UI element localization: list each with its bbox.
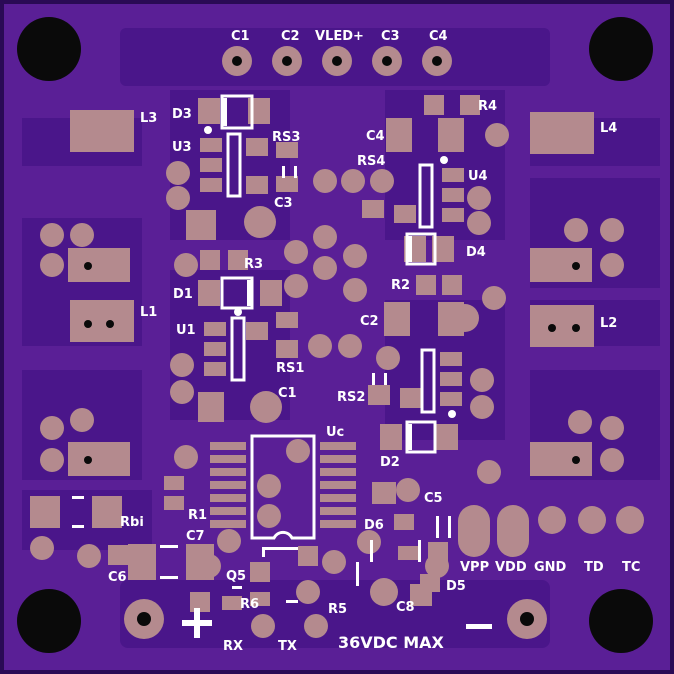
mounting-holes (17, 17, 653, 653)
label-r2: R2 (391, 278, 410, 293)
label-vpp: VPP (460, 560, 489, 575)
label-c4-top: C4 (429, 29, 448, 44)
label-r5: R5 (328, 602, 347, 617)
label-c1-top: C1 (231, 29, 250, 44)
label-c3-top: C3 (381, 29, 400, 44)
label-l3: L3 (140, 111, 157, 126)
mount-hole-tr (589, 17, 653, 81)
label-d4: D4 (466, 245, 486, 260)
label-c2-top: C2 (281, 29, 300, 44)
silkscreen-marks (72, 98, 492, 638)
label-rs3: RS3 (272, 130, 300, 145)
mount-hole-br (589, 589, 653, 653)
label-r4: R4 (478, 99, 497, 114)
label-r6: R6 (240, 597, 259, 612)
mount-hole-tl (17, 17, 81, 81)
label-c1: C1 (278, 386, 297, 401)
label-d6: D6 (364, 518, 384, 533)
label-d1: D1 (173, 287, 193, 302)
label-u1: U1 (176, 323, 196, 338)
label-uc: Uc (326, 425, 344, 440)
label-c8: C8 (396, 600, 415, 615)
label-td: TD (584, 560, 604, 575)
label-vdd: VDD (495, 560, 527, 575)
label-l1: L1 (140, 305, 157, 320)
label-c7: C7 (186, 529, 205, 544)
label-c3: C3 (274, 196, 293, 211)
label-u4: U4 (468, 169, 488, 184)
label-vled: VLED+ (315, 29, 364, 44)
label-q5: Q5 (226, 569, 246, 584)
label-tc: TC (622, 560, 640, 575)
label-tx: TX (278, 639, 297, 654)
label-c4: C4 (366, 129, 385, 144)
drill-holes (84, 56, 580, 626)
label-c6: C6 (108, 570, 127, 585)
label-rs2: RS2 (337, 390, 365, 405)
label-voltage: 36VDC MAX (338, 633, 445, 652)
label-d3: D3 (172, 107, 192, 122)
label-rs1: RS1 (276, 361, 304, 376)
mount-hole-bl (17, 589, 81, 653)
label-d5: D5 (446, 579, 466, 594)
label-gnd: GND (534, 560, 567, 575)
label-rx: RX (223, 639, 243, 654)
label-rbi: Rbi (120, 515, 144, 530)
pads (30, 46, 644, 639)
label-l4: L4 (600, 121, 617, 136)
label-r1: R1 (188, 508, 207, 523)
silkscreen-text: C1 C2 VLED+ C3 C4 L3 L4 L1 L2 D3 U3 RS3 … (108, 29, 640, 654)
label-c5: C5 (424, 491, 443, 506)
label-r3: R3 (244, 257, 263, 272)
label-rs4: RS4 (357, 154, 385, 169)
label-c2: C2 (360, 314, 379, 329)
label-u3: U3 (172, 140, 192, 155)
label-d2: D2 (380, 455, 400, 470)
label-l2: L2 (600, 316, 617, 331)
